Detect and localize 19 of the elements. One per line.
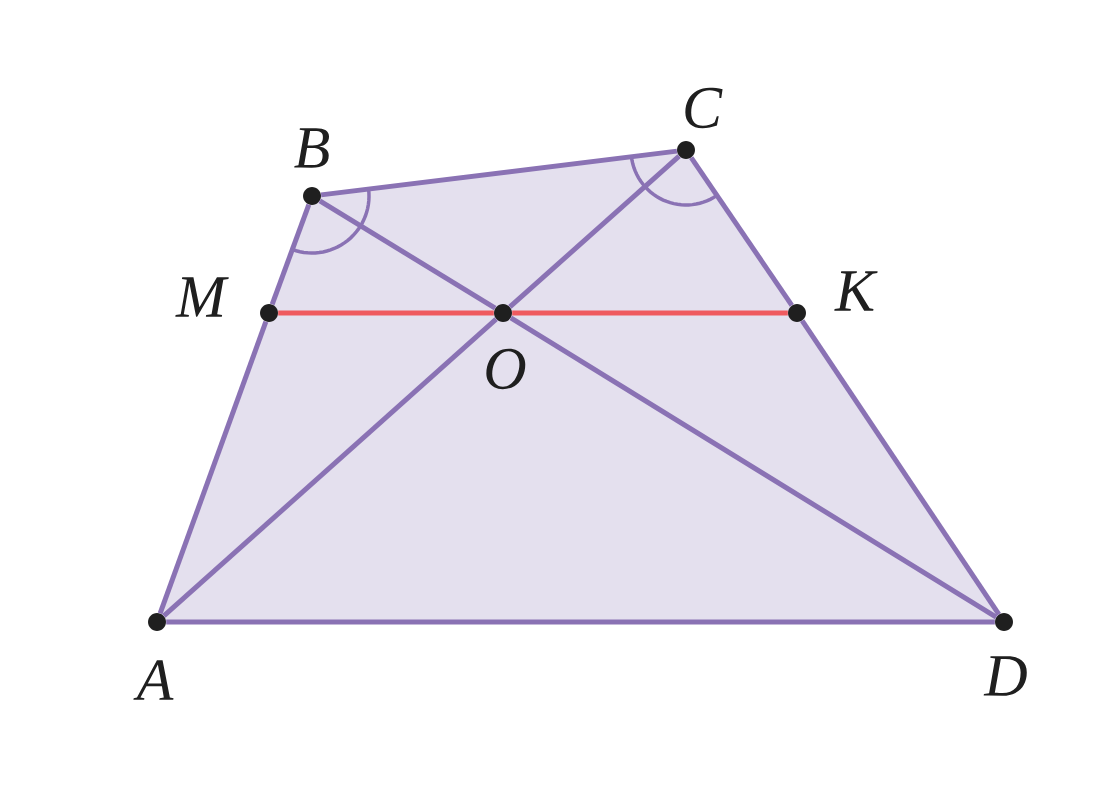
point-label: B bbox=[294, 128, 329, 168]
segment bbox=[689, 156, 794, 307]
segment bbox=[320, 148, 678, 198]
segment bbox=[162, 317, 498, 618]
segment bbox=[800, 319, 1001, 616]
segment bbox=[512, 310, 788, 316]
segment bbox=[157, 320, 269, 615]
segment bbox=[278, 310, 494, 316]
segment bbox=[269, 203, 312, 306]
point-label: M bbox=[175, 277, 229, 317]
point-label: C bbox=[685, 87, 723, 129]
point-label: D bbox=[983, 656, 1027, 696]
segment bbox=[318, 198, 497, 311]
segment bbox=[166, 619, 995, 625]
point-label: A bbox=[133, 660, 174, 700]
segment bbox=[509, 315, 998, 620]
segment bbox=[508, 154, 681, 309]
point-label: O bbox=[486, 348, 526, 390]
point-label: K bbox=[834, 271, 878, 311]
